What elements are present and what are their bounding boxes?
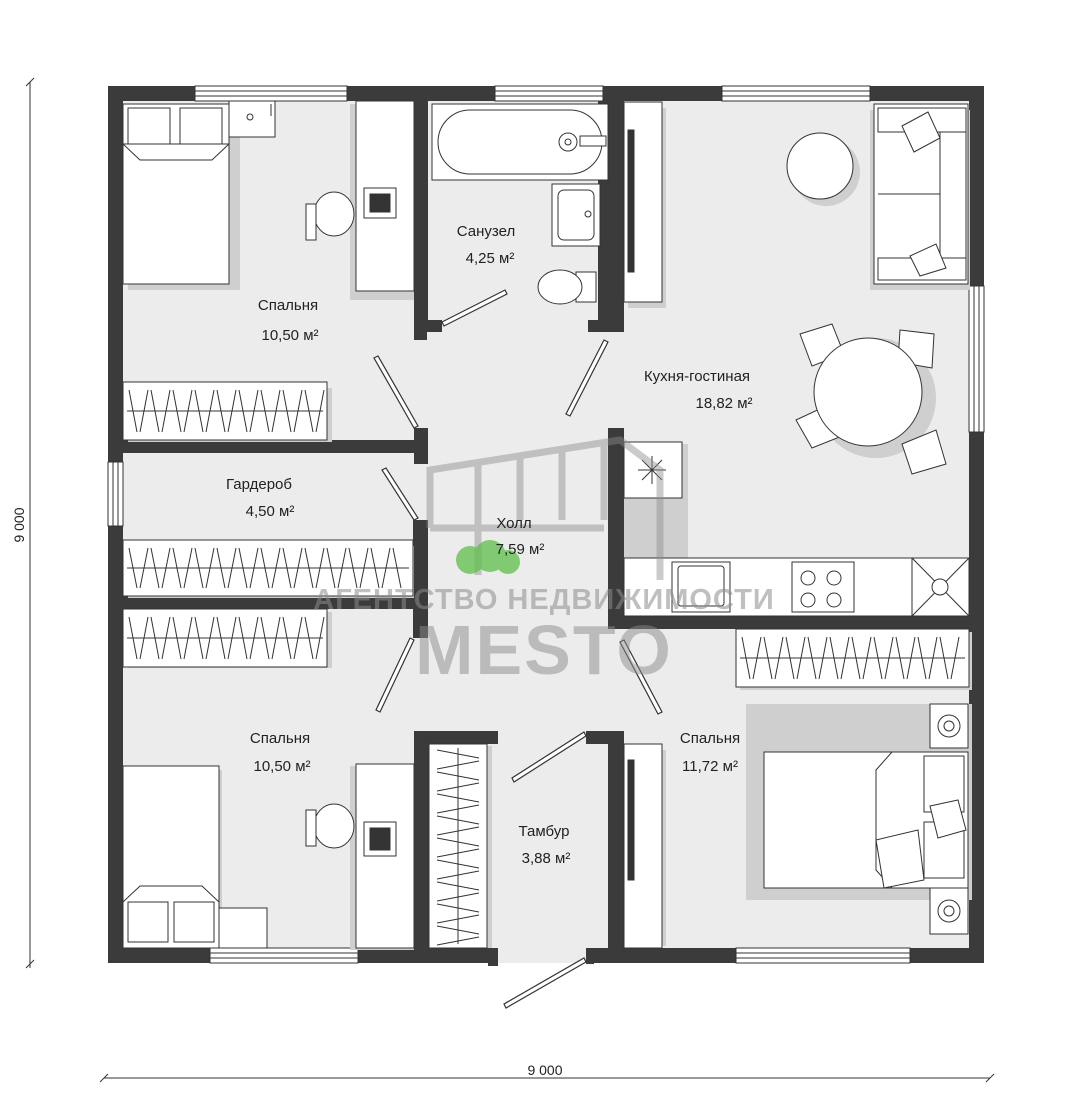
- fridge: [623, 441, 683, 499]
- window-east: [968, 285, 985, 433]
- tv-stand-kitchen: [623, 101, 663, 303]
- door-entrance: [503, 957, 587, 1009]
- toilet: [537, 269, 597, 305]
- window-north-3: [721, 85, 871, 102]
- wall-wardrobe-north: [108, 440, 426, 453]
- wall-wardrobe-east: [413, 520, 428, 638]
- wall-bath-east-b: [608, 100, 624, 332]
- room-name-vestibule: Тамбур: [519, 823, 570, 840]
- room-area-wardrobe: 4,50 м²: [246, 503, 295, 520]
- nightstand-se-bottom: [929, 887, 969, 935]
- window-north-1: [194, 85, 348, 102]
- door-se-bedroom: [619, 639, 663, 715]
- room-name-bedroom-se: Спальня: [680, 730, 740, 747]
- wall-kitchen-west: [608, 428, 624, 628]
- wall-door-stub-se: [488, 948, 498, 966]
- chair-nw: [305, 191, 355, 241]
- washbasin: [551, 183, 601, 247]
- closet-hangers: [127, 389, 965, 946]
- wall-bath-south-r: [588, 320, 624, 332]
- room-area-vestibule: 3,88 м²: [522, 850, 571, 867]
- windows: [107, 85, 985, 964]
- wall-kitchen-south: [608, 616, 984, 629]
- bed-sw: [122, 765, 220, 949]
- door-vestibule: [511, 731, 587, 783]
- room-labels: Спальня 10,50 м² Санузел 4,25 м² Кухня-г…: [226, 223, 753, 867]
- dimension-width: 9 000: [527, 1062, 562, 1078]
- wall-bath-west: [414, 100, 428, 330]
- wall-vestibule-north-l: [414, 731, 498, 744]
- laptop-sw: [363, 821, 397, 857]
- watermark-line2: MESTO: [415, 611, 673, 689]
- window-south-1: [209, 947, 359, 964]
- dimension-lines: [25, 77, 995, 1083]
- room-area-bedroom-sw: 10,50 м²: [253, 758, 310, 775]
- room-area-bedroom-nw: 10,50 м²: [261, 327, 318, 344]
- door-kitchen: [565, 339, 609, 417]
- sofa: [873, 103, 969, 285]
- wall-door-stub-se-r: [586, 948, 594, 964]
- laptop-nw: [363, 187, 397, 219]
- door-wardrobe: [381, 467, 419, 521]
- window-south-2: [735, 947, 911, 964]
- room-area-kitchen-living: 18,82 м²: [695, 395, 752, 412]
- watermark: АГЕНТСТВО НЕДВИЖИМОСТИ MESTO: [313, 436, 774, 689]
- door-sw-bedroom: [375, 637, 415, 713]
- nightstand-se-top: [929, 703, 969, 749]
- watermark-line1: АГЕНТСТВО НЕДВИЖИМОСТИ: [313, 584, 774, 616]
- door-nw-bedroom: [373, 355, 419, 429]
- dimension-height: 9 000: [11, 507, 27, 542]
- nightstand-sw: [218, 907, 268, 949]
- room-name-hall: Холл: [496, 515, 531, 532]
- wall-wardrobe-south: [108, 596, 426, 609]
- tv-stand-se: [623, 743, 663, 949]
- room-name-bedroom-sw: Спальня: [250, 730, 310, 747]
- wall-bath-south-l: [414, 320, 442, 332]
- sink-nw: [228, 100, 276, 138]
- kitchen-counter: [623, 557, 970, 617]
- window-north-2: [494, 85, 604, 102]
- room-name-wardrobe: Гардероб: [226, 476, 292, 493]
- dining-table: [795, 323, 947, 475]
- room-name-bathroom: Санузел: [457, 223, 515, 240]
- bathtub: [431, 103, 609, 181]
- room-area-bathroom: 4,25 м²: [466, 250, 515, 267]
- bed-se: [763, 751, 969, 889]
- room-area-hall: 7,59 м²: [496, 541, 545, 558]
- entrance-gap: [498, 948, 586, 963]
- door-bathroom: [441, 289, 508, 327]
- watermark-logo-leaf: [456, 540, 520, 574]
- pouf: [786, 132, 854, 200]
- chair-sw: [305, 803, 355, 849]
- room-area-bedroom-se: 11,72 м²: [682, 758, 738, 775]
- room-name-bedroom-nw: Спальня: [258, 297, 318, 314]
- bed-nw: [122, 103, 230, 285]
- wall-vestibule-west: [414, 731, 429, 963]
- wall-vestibule-east: [608, 731, 624, 963]
- window-west: [107, 461, 124, 527]
- room-name-kitchen-living: Кухня-гостиная: [644, 368, 750, 385]
- doors: [373, 289, 663, 1009]
